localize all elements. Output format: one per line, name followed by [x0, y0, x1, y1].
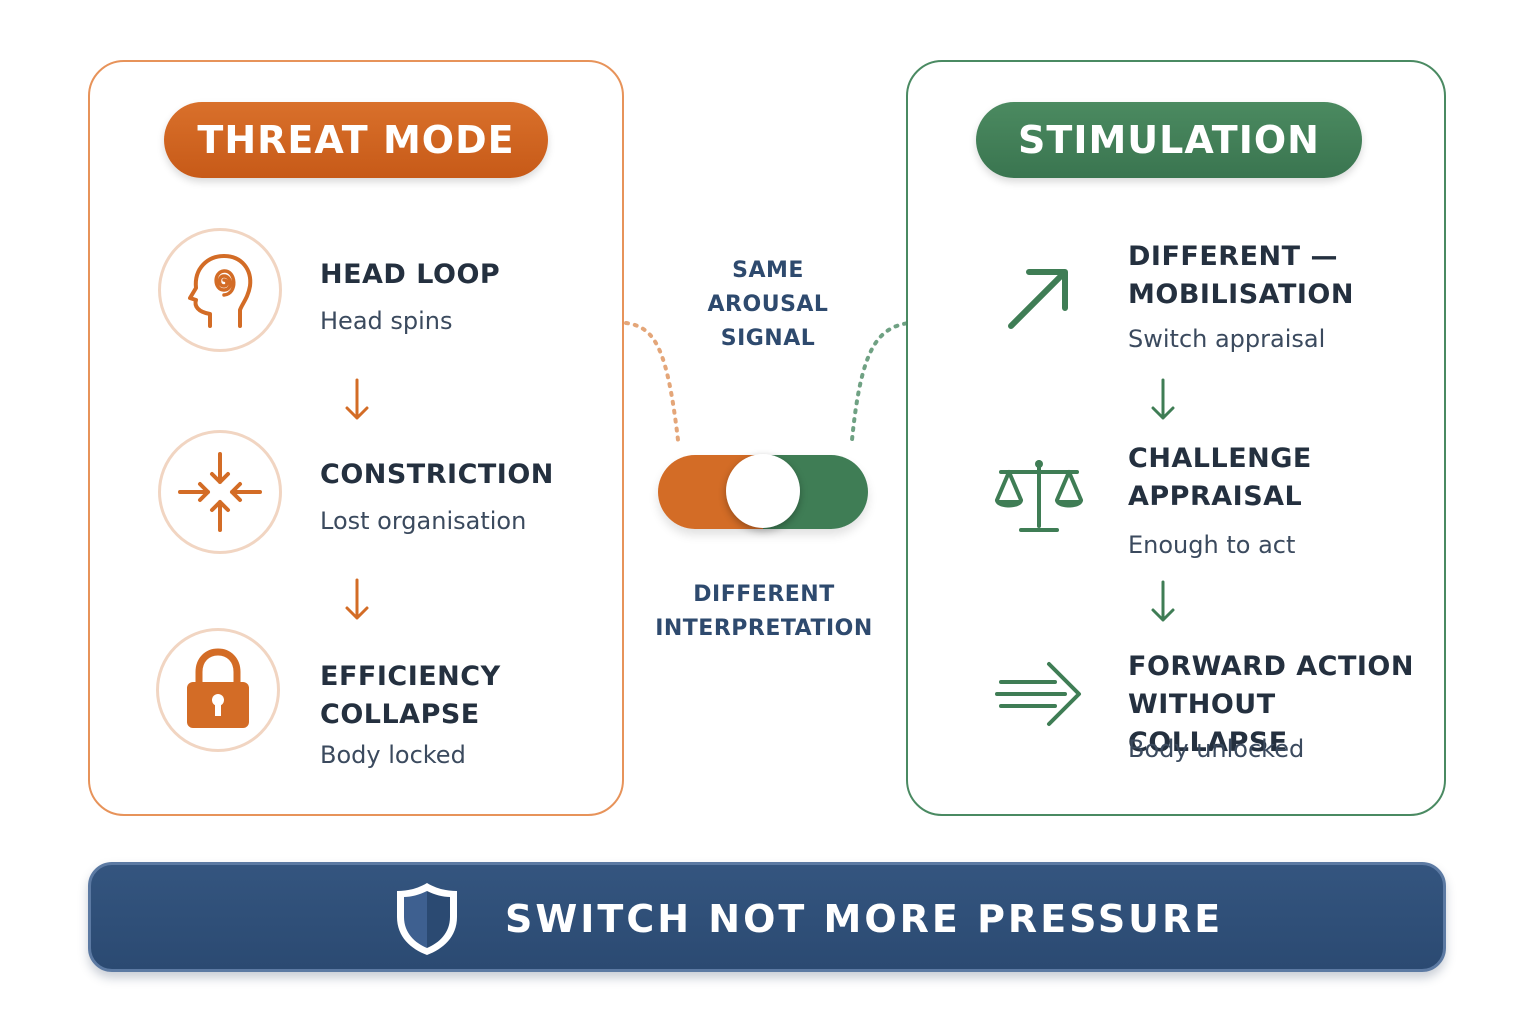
mobilisation-title-line1: DIFFERENT —: [1128, 241, 1338, 272]
down-arrow-icon: [1151, 580, 1175, 622]
threat-mode-title: THREAT MODE: [164, 102, 548, 178]
center-top-line2: AROUSAL: [707, 292, 829, 317]
center-top-line1: SAME: [732, 258, 804, 283]
forward-action-title-line2: WITHOUT COLLAPSE: [1128, 689, 1288, 758]
efficiency-collapse-title-line1: EFFICIENCY: [320, 661, 501, 692]
efficiency-collapse-subtitle: Body locked: [320, 741, 466, 769]
mobilisation-subtitle: Switch appraisal: [1128, 325, 1326, 353]
challenge-appraisal-subtitle: Enough to act: [1128, 531, 1296, 559]
shield-icon: [397, 883, 457, 955]
converging-arrows-icon: [158, 430, 282, 554]
toggle-knob: [726, 454, 800, 528]
center-bottom-line2: INTERPRETATION: [655, 616, 873, 641]
efficiency-collapse-title: EFFICIENCY COLLAPSE: [320, 658, 501, 734]
efficiency-collapse-title-line2: COLLAPSE: [320, 699, 480, 730]
challenge-appraisal-title: CHALLENGE APPRAISAL: [1128, 440, 1312, 516]
different-interpretation-label: DIFFERENT INTERPRETATION: [644, 578, 884, 646]
challenge-appraisal-title-line1: CHALLENGE: [1128, 443, 1312, 474]
challenge-appraisal-title-line2: APPRAISAL: [1128, 481, 1303, 512]
padlock-icon: [156, 628, 280, 752]
bottom-banner: SWITCH NOT MORE PRESSURE: [88, 862, 1446, 972]
stimulation-panel: STIMULATION DIFFERENT — MOBILISATION Swi…: [906, 60, 1446, 816]
center-bottom-line1: DIFFERENT: [693, 582, 835, 607]
head-loop-title: HEAD LOOP: [320, 259, 501, 290]
head-spiral-icon: [158, 228, 282, 352]
threat-mode-panel: THREAT MODE HEAD LOOP Head spins CONSTRI…: [88, 60, 624, 816]
mobilisation-title-line2: MOBILISATION: [1128, 279, 1354, 310]
constriction-title: CONSTRICTION: [320, 459, 554, 490]
down-arrow-icon: [345, 378, 369, 420]
balance-scale-icon: [984, 446, 1094, 546]
forward-action-title-line1: FORWARD ACTION: [1128, 651, 1414, 682]
mobilisation-title: DIFFERENT — MOBILISATION: [1128, 238, 1354, 314]
forward-action-title: FORWARD ACTION WITHOUT COLLAPSE: [1128, 648, 1444, 762]
center-top-line3: SIGNAL: [720, 326, 816, 351]
down-arrow-icon: [1151, 378, 1175, 420]
diagonal-arrow-icon: [984, 248, 1094, 348]
banner-text: SWITCH NOT MORE PRESSURE: [505, 897, 1224, 941]
constriction-subtitle: Lost organisation: [320, 507, 527, 535]
forward-action-subtitle: Body unlocked: [1128, 735, 1305, 763]
stimulation-title: STIMULATION: [976, 102, 1362, 178]
head-loop-subtitle: Head spins: [320, 307, 453, 335]
down-arrow-icon: [345, 578, 369, 620]
same-arousal-signal-label: SAME AROUSAL SIGNAL: [668, 254, 868, 356]
forward-arrow-icon: [986, 644, 1096, 744]
